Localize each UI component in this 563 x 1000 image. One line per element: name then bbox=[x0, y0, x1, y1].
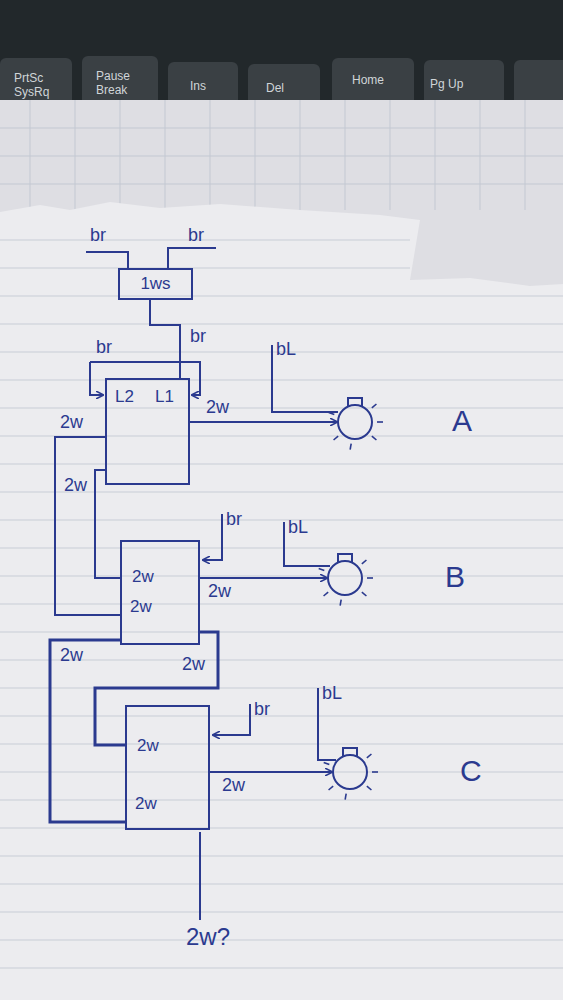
wire-label: bL bbox=[276, 340, 296, 360]
wire-label: br bbox=[188, 226, 204, 246]
wire-connector bbox=[150, 300, 180, 378]
wires bbox=[86, 248, 338, 920]
wire-label: 2w bbox=[206, 398, 229, 418]
switch-box: 1ws bbox=[118, 268, 193, 300]
wire-connector bbox=[190, 421, 337, 423]
wire-label: bL bbox=[322, 684, 342, 704]
wire-label: br bbox=[190, 327, 206, 347]
lamp: C bbox=[332, 754, 368, 790]
terminal-label: L1 bbox=[155, 388, 174, 407]
switch-box: L2 L1 bbox=[105, 378, 190, 485]
terminal-label: 2w bbox=[135, 795, 157, 814]
wire-label: br bbox=[90, 226, 106, 246]
lamp-label: B bbox=[445, 560, 465, 593]
wire-connector bbox=[210, 771, 332, 773]
terminal-label: L2 bbox=[115, 388, 134, 407]
wire-label: 2w bbox=[60, 413, 83, 433]
wire-label: 2w bbox=[182, 655, 205, 675]
key-label: SysRq bbox=[14, 86, 49, 99]
keyboard bbox=[0, 0, 563, 110]
lamp: A bbox=[337, 404, 373, 440]
lamp-symbol bbox=[307, 540, 383, 616]
wire-connector bbox=[200, 577, 327, 579]
wire-label: br bbox=[226, 510, 242, 530]
terminal-label: 2w bbox=[137, 737, 159, 756]
paper bbox=[0, 100, 563, 1000]
key-label: Pause bbox=[96, 70, 130, 83]
open-wire bbox=[199, 832, 201, 920]
feed-wire bbox=[203, 514, 222, 560]
lamp-symbol bbox=[312, 734, 388, 810]
lamp-symbol bbox=[317, 384, 393, 460]
key-label: Break bbox=[96, 84, 127, 97]
key-label: Ins bbox=[190, 80, 206, 93]
terminal-label: 2w bbox=[130, 598, 152, 617]
wire-label: 2w bbox=[208, 582, 231, 602]
terminal-label: 2w bbox=[132, 568, 154, 587]
switch-box: 2w 2w bbox=[125, 705, 210, 830]
wire-label: 2w bbox=[60, 646, 83, 666]
wire-connector bbox=[50, 640, 125, 822]
wire-connector bbox=[55, 437, 120, 615]
switch-box: 2w 2w bbox=[120, 540, 200, 645]
wire-connector bbox=[95, 470, 120, 578]
key-label: Pg Up bbox=[430, 78, 463, 91]
key-label: Del bbox=[266, 82, 284, 95]
terminal-label: 1ws bbox=[120, 275, 191, 294]
supply-wire bbox=[168, 248, 216, 268]
wire-connector bbox=[95, 632, 218, 745]
wire-label: 2w bbox=[222, 776, 245, 796]
lamp: B bbox=[327, 560, 363, 596]
key-label: Home bbox=[352, 74, 384, 87]
lamp-label: A bbox=[452, 404, 472, 437]
wire-label: br bbox=[254, 700, 270, 720]
lamp-label: C bbox=[460, 754, 482, 787]
feed-wire bbox=[213, 704, 250, 735]
wire-label: 2w? bbox=[186, 924, 230, 950]
wire-label: bL bbox=[288, 518, 308, 538]
loop-wire bbox=[90, 362, 103, 395]
wire-label: 2w bbox=[64, 476, 87, 496]
key-label: PrtSc bbox=[14, 72, 43, 85]
supply-wire bbox=[86, 252, 128, 268]
wire-label: br bbox=[96, 338, 112, 358]
